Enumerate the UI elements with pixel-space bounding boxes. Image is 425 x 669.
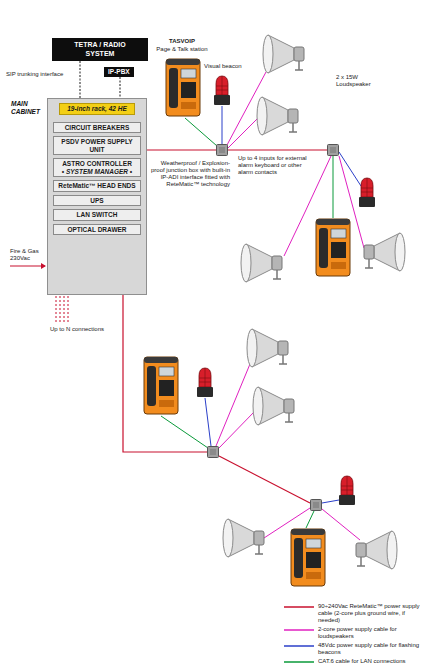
legend-sample — [284, 604, 314, 610]
speaker-cable — [228, 118, 258, 148]
rack-unit: OPTICAL DRAWER — [53, 224, 141, 236]
page-talk-station — [316, 219, 350, 276]
cabinet-rack: MAIN CABINET19-inch rack, 42 HECIRCUIT B… — [47, 98, 147, 295]
mains-feed — [10, 265, 45, 266]
box-text: ASTRO CONTROLLER — [56, 160, 138, 168]
lan-cable — [333, 156, 334, 218]
beacon-cable — [322, 500, 339, 503]
system-box: TETRA / RADIO SYSTEM — [52, 38, 148, 61]
beacon-cable — [222, 106, 223, 144]
legend-text: 48Vdc power supply cable for flashing be… — [318, 642, 422, 656]
spare-connections — [56, 296, 68, 322]
junction-box — [217, 145, 228, 156]
rack-unit: PSDV POWER SUPPLY UNIT — [53, 136, 141, 155]
power-cable — [219, 456, 310, 503]
power-cable — [123, 295, 207, 452]
rack-unit: ASTRO CONTROLLER• SYSTEM MANAGER • — [53, 158, 141, 177]
cabinet-title: MAIN CABINET — [11, 100, 45, 115]
box-text: PSDV POWER SUPPLY UNIT — [56, 138, 138, 153]
box-text: 19-inch rack, 42 HE — [62, 105, 132, 113]
speaker-cables — [216, 72, 364, 540]
interface-label: SIP trunking interface — [6, 71, 78, 78]
rack-unit: ReteMatic™ HEAD ENDS — [53, 180, 141, 192]
legend: 90÷240Vac ReteMatic™ power supply cable … — [284, 601, 422, 665]
lan-cable — [306, 511, 314, 528]
legend-line — [284, 606, 314, 608]
power-cables — [10, 150, 327, 503]
loudspeaker — [223, 519, 264, 557]
box-text: IP-PBX — [108, 68, 130, 76]
box-text: UPS — [56, 197, 138, 205]
spare-line — [64, 296, 65, 322]
beacon-cable — [205, 398, 211, 446]
visual-beacon — [214, 76, 230, 105]
loudspeaker — [257, 97, 298, 135]
legend-text: CAT.6 cable for LAN connections — [318, 658, 422, 665]
legend-text: 90÷240Vac ReteMatic™ power supply cable … — [318, 603, 422, 624]
legend-text: 2-core power supply cable for loudspeake… — [318, 626, 422, 640]
spare-line — [56, 296, 57, 322]
box-text: ReteMatic™ HEAD ENDS — [56, 182, 138, 190]
legend-sample — [284, 659, 314, 665]
junction-label: Weatherproof / Explosion-proof junction … — [148, 160, 230, 188]
speaker-cable — [219, 412, 254, 448]
box-text: CIRCUIT BREAKERS — [56, 124, 138, 132]
rack-unit: LAN SWITCH — [53, 209, 141, 221]
junction-box — [311, 500, 322, 511]
pbx-box: IP-PBX — [104, 67, 134, 77]
legend-row: 90÷240Vac ReteMatic™ power supply cable … — [284, 603, 422, 624]
legend-sample — [284, 643, 314, 649]
page-talk-station — [144, 357, 178, 414]
loudspeaker — [364, 233, 405, 271]
box-text: LAN SWITCH — [56, 211, 138, 219]
lan-cable — [161, 416, 208, 448]
box-text: OPTICAL DRAWER — [56, 226, 138, 234]
legend-row: CAT.6 cable for LAN connections — [284, 658, 422, 665]
junction-box — [208, 447, 219, 458]
loudspeaker — [241, 244, 282, 282]
mains-arrow — [41, 263, 46, 269]
visual-beacon — [197, 368, 213, 397]
loudspeaker — [263, 35, 304, 73]
speaker-cable — [322, 509, 360, 540]
loudspeaker — [356, 531, 397, 569]
loudspeaker — [247, 329, 288, 367]
device-label: Visual beacon — [204, 63, 256, 70]
beacon-cable — [339, 152, 361, 186]
legend-row: 48Vdc power supply cable for flashing be… — [284, 642, 422, 656]
spare-line — [60, 296, 61, 322]
visual-beacon — [339, 476, 355, 505]
device-name: TASVOIP — [150, 38, 214, 45]
legend-line — [284, 645, 314, 647]
loudspeaker — [253, 387, 294, 425]
rack-band: 19-inch rack, 42 HE — [59, 103, 135, 115]
junction-box — [328, 145, 339, 156]
power-cable — [147, 149, 216, 150]
device-label: Page & Talk station — [150, 46, 214, 53]
page-talk-station — [291, 529, 325, 586]
rack-unit: CIRCUIT BREAKERS — [53, 122, 141, 134]
rack-unit: UPS — [53, 195, 141, 207]
box-subtext: • SYSTEM MANAGER • — [56, 168, 138, 176]
legend-line — [284, 661, 314, 663]
feed-label: Fire & Gas 230Vac — [10, 248, 44, 262]
legend-line — [284, 629, 314, 631]
visual-beacon — [359, 178, 375, 207]
legend-row: 2-core power supply cable for loudspeake… — [284, 626, 422, 640]
input-note: Up to 4 inputs for external alarm keyboa… — [238, 155, 318, 176]
device-label: 2 x 15W Loudspeaker — [336, 74, 382, 88]
power-cable — [228, 149, 327, 150]
legend-sample — [284, 627, 314, 633]
page-talk-station — [166, 59, 200, 116]
connector — [80, 61, 81, 98]
connection-note: Up to N connections — [50, 326, 130, 333]
connector — [120, 77, 121, 98]
lan-cable — [185, 118, 217, 146]
spare-line — [68, 296, 69, 322]
box-text: TETRA / RADIO SYSTEM — [69, 41, 131, 58]
